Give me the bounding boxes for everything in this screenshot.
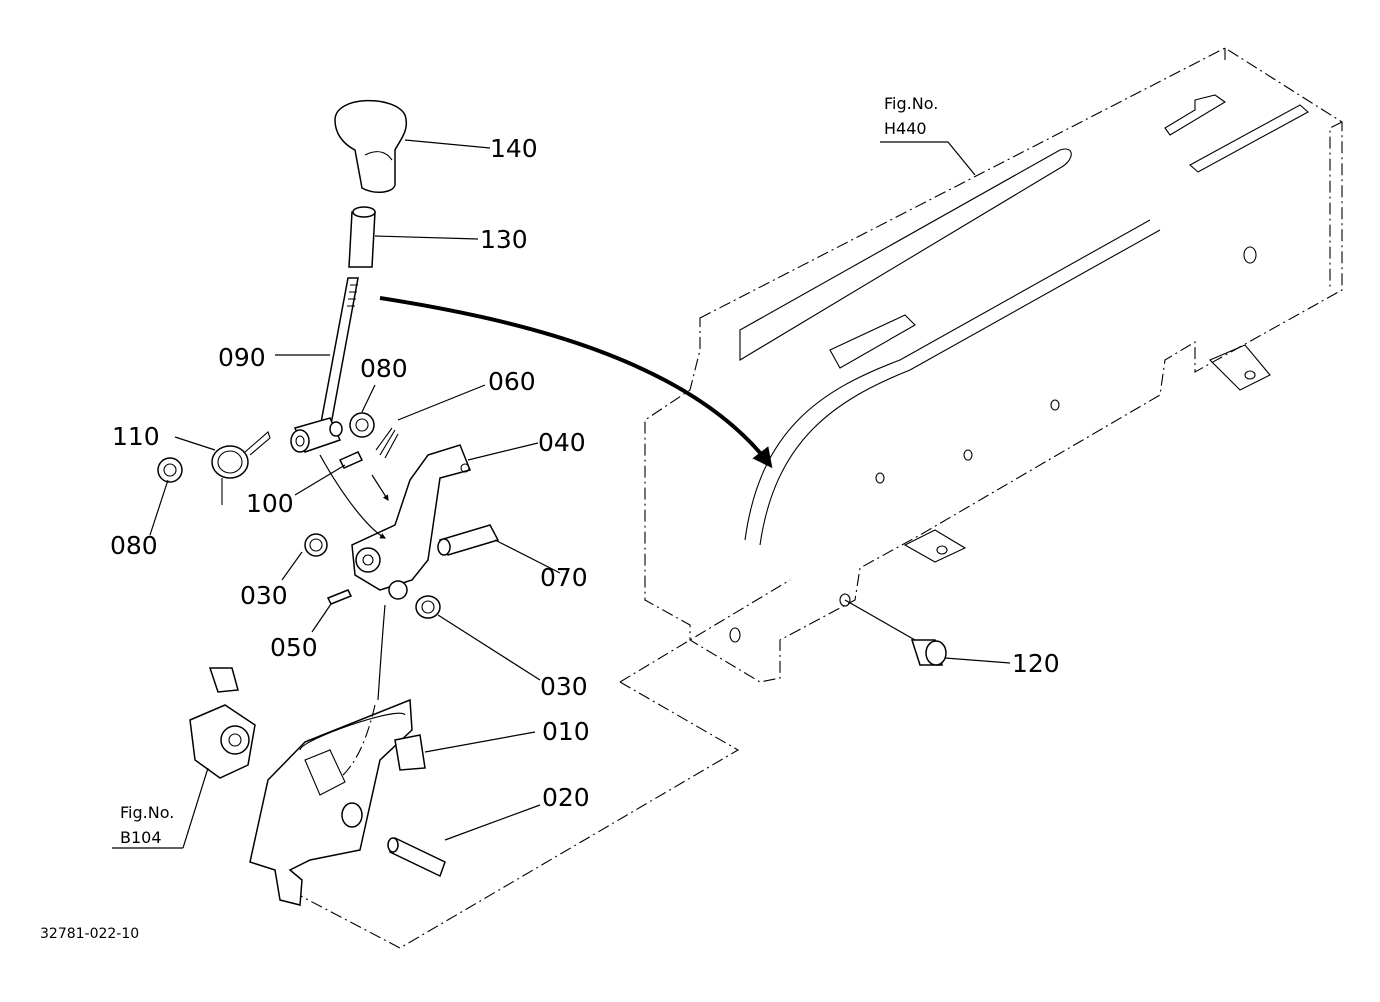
pin-100 bbox=[338, 451, 364, 469]
callout-070: 070 bbox=[540, 563, 588, 592]
callout-060: 060 bbox=[488, 367, 536, 396]
callout-120: 120 bbox=[1012, 649, 1060, 678]
bushing-080-right bbox=[349, 412, 375, 438]
fig-ref-b104-number: B104 bbox=[120, 828, 162, 847]
lever-rod-090 bbox=[319, 277, 359, 431]
fig-ref-b104-label: Fig.No. bbox=[120, 803, 174, 822]
bracket-040 bbox=[351, 444, 472, 600]
callout-110: 110 bbox=[112, 422, 160, 451]
leader-lines bbox=[112, 139, 1011, 849]
fig-ref-h440-label: Fig.No. bbox=[884, 94, 938, 113]
callout-130: 130 bbox=[480, 225, 528, 254]
callout-030-upper: 030 bbox=[240, 581, 288, 610]
pin-020 bbox=[341, 802, 446, 878]
pin-050 bbox=[326, 589, 353, 605]
callout-010: 010 bbox=[542, 717, 590, 746]
frame-h440 bbox=[294, 47, 1343, 949]
spring-110 bbox=[211, 431, 271, 505]
callout-050: 050 bbox=[270, 633, 318, 662]
spring-060 bbox=[375, 427, 399, 459]
callout-040: 040 bbox=[538, 428, 586, 457]
callout-030-lower: 030 bbox=[540, 672, 588, 701]
callout-080-upper: 080 bbox=[360, 354, 408, 383]
callout-080-lower: 080 bbox=[110, 531, 158, 560]
pin-070 bbox=[437, 524, 500, 556]
callout-140: 140 bbox=[490, 134, 538, 163]
knob-140 bbox=[334, 99, 407, 193]
callout-090: 090 bbox=[218, 343, 266, 372]
mounting-arrow bbox=[379, 296, 773, 469]
washer-030-upper bbox=[304, 533, 328, 557]
bolt-120 bbox=[910, 639, 947, 666]
tube-130 bbox=[348, 206, 376, 268]
plate-010 bbox=[249, 698, 426, 906]
callout-100: 100 bbox=[246, 489, 294, 518]
fig-ref-h440-number: H440 bbox=[884, 119, 927, 138]
bushing-080-left bbox=[157, 457, 183, 483]
pivot-hub bbox=[290, 417, 343, 453]
sensor-b104 bbox=[189, 667, 256, 779]
document-id: 32781-022-10 bbox=[40, 926, 139, 942]
callout-020: 020 bbox=[542, 783, 590, 812]
washer-030-lower bbox=[415, 595, 441, 619]
